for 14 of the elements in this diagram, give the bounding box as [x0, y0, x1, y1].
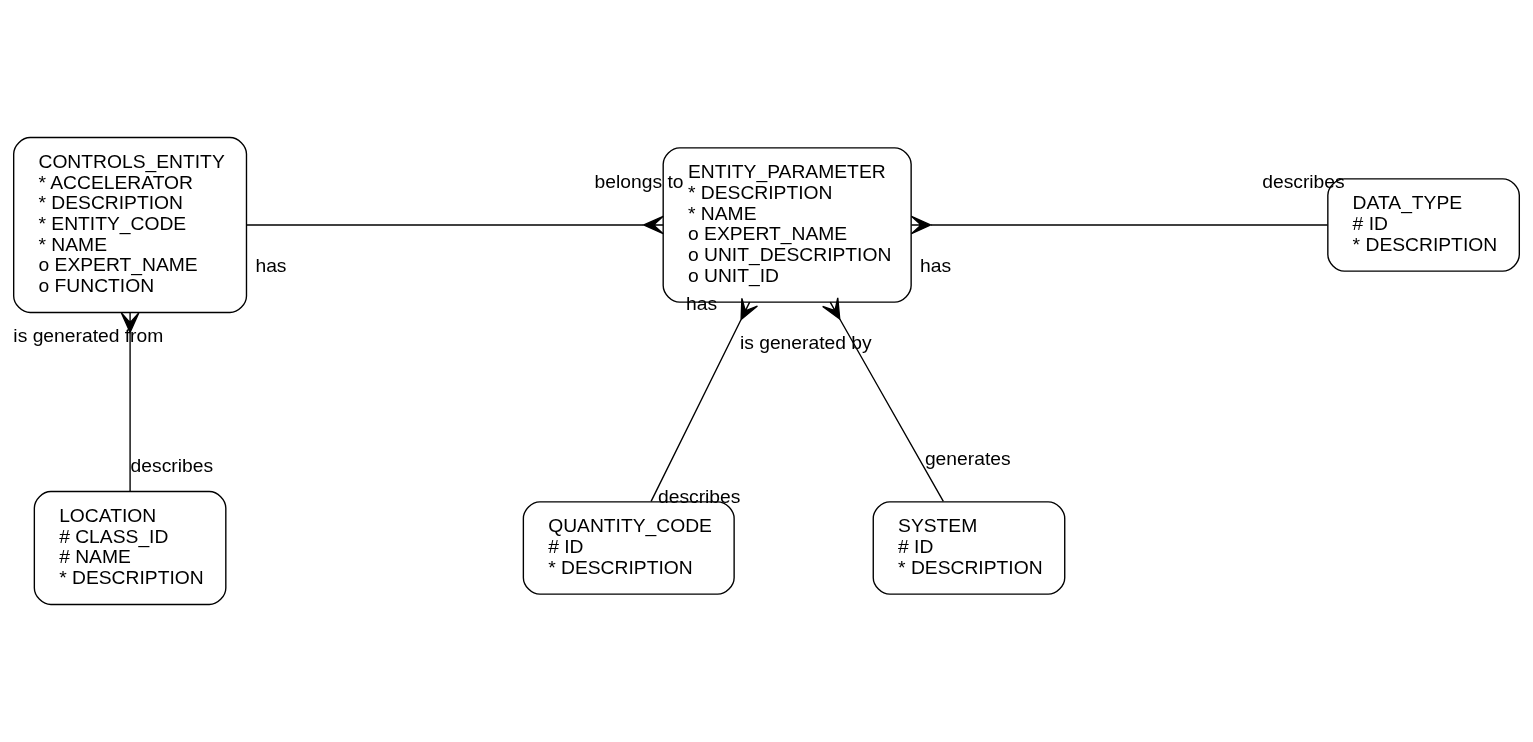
- connector: [120, 312, 140, 492]
- node-box: CONTROLS_ENTITY * ACCELERATOR * DESCRIPTION * ENTITY_CODE * NAME o EXPERT_NAME o FUNCTION: [13, 136, 248, 314]
- connector: [650, 297, 759, 503]
- node-box: LOCATION # CLASS_ID # NAME * DESCRIPTION: [33, 490, 227, 606]
- node-box: SYSTEM # ID * DESCRIPTION: [872, 501, 1066, 595]
- edge-label: is generated by: [739, 331, 872, 353]
- edge-label: has: [920, 254, 952, 276]
- label: generates: [924, 447, 1011, 469]
- label: has: [255, 254, 287, 276]
- label: describes: [130, 455, 214, 477]
- edge-label: belongs to: [594, 171, 684, 193]
- connector: [246, 215, 664, 235]
- connector: [821, 297, 945, 503]
- connector: [910, 215, 1329, 235]
